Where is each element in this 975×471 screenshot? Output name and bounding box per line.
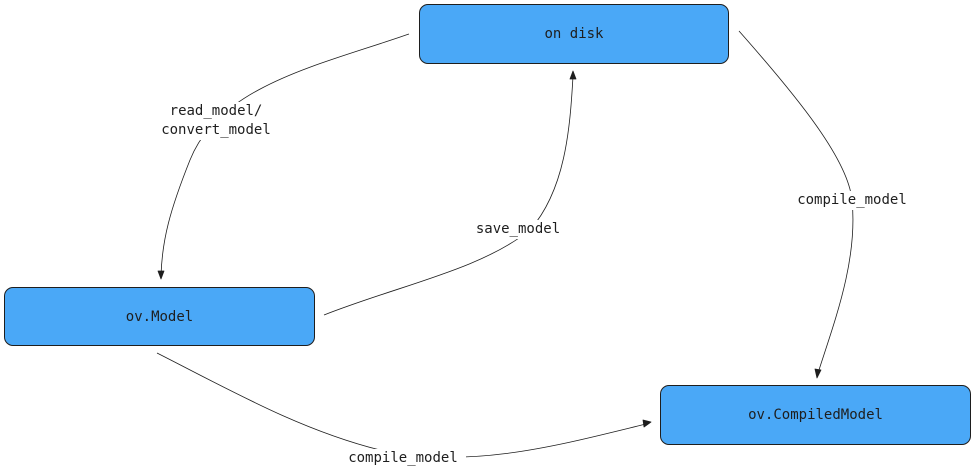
edge-compile-from-model xyxy=(156,352,647,458)
node-ov-compiled-model-label: ov.CompiledModel xyxy=(748,407,883,423)
edge-read-model xyxy=(160,33,410,277)
arrow-compile-from-disk xyxy=(814,368,822,379)
edge-label-save-model: save_model xyxy=(468,220,568,239)
edge-label-compile-from-disk: compile_model xyxy=(790,191,914,210)
node-on-disk-label: on disk xyxy=(544,26,604,42)
arrow-save-model xyxy=(569,70,577,80)
arrow-read-model xyxy=(157,270,165,280)
node-ov-model-label: ov.Model xyxy=(125,308,194,325)
edge-label-compile-from-model: compile_model xyxy=(340,449,466,468)
arrow-compile-from-model xyxy=(642,419,652,428)
edge-label-read-model-line1: read_model/ xyxy=(169,103,263,119)
node-on-disk[interactable]: on disk xyxy=(419,4,729,64)
edge-save-model xyxy=(323,75,574,316)
edge-label-read-model: read_model/ convert_model xyxy=(150,102,282,140)
node-ov-model[interactable]: ov.Model xyxy=(4,287,315,346)
edge-label-read-model-line2: convert_model xyxy=(161,122,271,138)
node-ov-compiled-model[interactable]: ov.CompiledModel xyxy=(660,385,971,445)
